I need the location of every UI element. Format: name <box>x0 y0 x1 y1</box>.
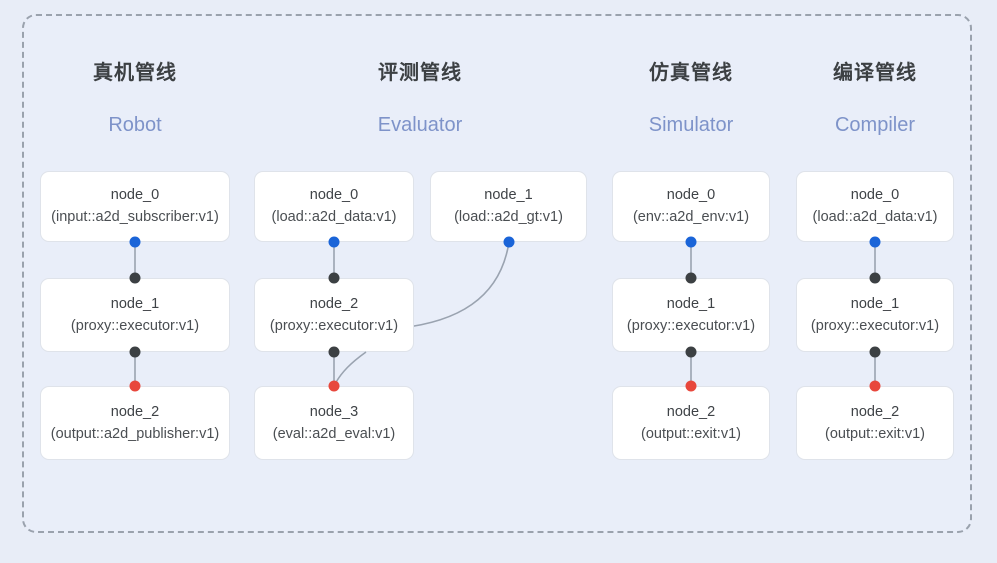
port-output-evaluator-node_1[interactable] <box>503 236 515 248</box>
column-header-compiler: 编译管线 Compiler <box>796 60 954 138</box>
node-type: (proxy::executor:v1) <box>810 317 940 334</box>
node-card-evaluator-node_1[interactable]: node_1 (load::a2d_gt:v1) <box>430 171 587 242</box>
node-card-simulator-node_0[interactable]: node_0 (env::a2d_env:v1) <box>612 171 770 242</box>
port-input-simulator-node_1[interactable] <box>685 272 697 284</box>
column-title-compiler: 编译管线 <box>833 62 917 84</box>
port-input-robot-node_1[interactable] <box>129 272 141 284</box>
node-type: (output::exit:v1) <box>825 425 925 442</box>
column-subtitle-evaluator: Evaluator <box>377 114 463 136</box>
node-id: node_0 <box>309 187 359 203</box>
column-title-simulator: 仿真管线 <box>649 62 733 84</box>
node-card-evaluator-node_0[interactable]: node_0 (load::a2d_data:v1) <box>254 171 414 242</box>
node-type: (proxy::executor:v1) <box>626 317 756 334</box>
node-type: (proxy::executor:v1) <box>269 317 399 334</box>
port-input-evaluator-node_2[interactable] <box>328 272 340 284</box>
node-card-simulator-node_1[interactable]: node_1 (proxy::executor:v1) <box>612 278 770 352</box>
node-card-robot-node_2[interactable]: node_2 (output::a2d_publisher:v1) <box>40 386 230 460</box>
node-card-simulator-node_2[interactable]: node_2 (output::exit:v1) <box>612 386 770 460</box>
column-header-evaluator: 评测管线 Evaluator <box>254 60 586 138</box>
node-id: node_0 <box>850 187 900 203</box>
node-type: (load::a2d_gt:v1) <box>454 209 563 225</box>
port-output-simulator-node_0[interactable] <box>685 236 697 248</box>
node-type: (eval::a2d_eval:v1) <box>272 425 396 442</box>
node-type: (proxy::executor:v1) <box>70 317 200 334</box>
node-id: node_2 <box>850 403 900 420</box>
port-output-simulator-node_1[interactable] <box>685 346 697 358</box>
node-id: node_0 <box>110 187 160 203</box>
port-output-evaluator-node_0[interactable] <box>328 236 340 248</box>
node-type: (load::a2d_data:v1) <box>271 209 397 225</box>
node-id: node_1 <box>666 295 716 312</box>
node-id: node_1 <box>484 187 533 203</box>
port-output-compiler-node_0[interactable] <box>869 236 881 248</box>
column-header-robot: 真机管线 Robot <box>40 60 230 138</box>
node-id: node_2 <box>309 295 359 312</box>
port-input-simulator-node_2[interactable] <box>685 380 697 392</box>
node-type: (output::exit:v1) <box>641 425 741 442</box>
node-id: node_0 <box>666 187 716 203</box>
node-type: (load::a2d_data:v1) <box>812 209 938 225</box>
port-output-robot-node_1[interactable] <box>129 346 141 358</box>
port-output-robot-node_0[interactable] <box>129 236 141 248</box>
node-id: node_1 <box>110 295 160 312</box>
node-type: (output::a2d_publisher:v1) <box>50 425 220 442</box>
node-type: (input::a2d_subscriber:v1) <box>51 209 219 225</box>
column-header-simulator: 仿真管线 Simulator <box>612 60 770 138</box>
port-input-robot-node_2[interactable] <box>129 380 141 392</box>
column-subtitle-robot: Robot <box>108 114 162 136</box>
node-id: node_1 <box>850 295 900 312</box>
node-card-compiler-node_2[interactable]: node_2 (output::exit:v1) <box>796 386 954 460</box>
port-output-compiler-node_1[interactable] <box>869 346 881 358</box>
node-id: node_2 <box>666 403 716 420</box>
node-card-compiler-node_0[interactable]: node_0 (load::a2d_data:v1) <box>796 171 954 242</box>
column-title-evaluator: 评测管线 <box>378 62 462 84</box>
port-output-evaluator-node_2[interactable] <box>328 346 340 358</box>
node-card-robot-node_1[interactable]: node_1 (proxy::executor:v1) <box>40 278 230 352</box>
port-input-compiler-node_2[interactable] <box>869 380 881 392</box>
node-type: (env::a2d_env:v1) <box>632 209 750 225</box>
node-id: node_2 <box>110 403 160 420</box>
port-input-evaluator-node_3[interactable] <box>328 380 340 392</box>
node-id: node_3 <box>309 403 359 420</box>
node-card-evaluator-node_2[interactable]: node_2 (proxy::executor:v1) <box>254 278 414 352</box>
port-input-compiler-node_1[interactable] <box>869 272 881 284</box>
column-subtitle-compiler: Compiler <box>834 114 916 136</box>
node-card-evaluator-node_3[interactable]: node_3 (eval::a2d_eval:v1) <box>254 386 414 460</box>
node-card-robot-node_0[interactable]: node_0 (input::a2d_subscriber:v1) <box>40 171 230 242</box>
column-title-robot: 真机管线 <box>93 62 177 84</box>
column-subtitle-simulator: Simulator <box>648 114 734 136</box>
node-card-compiler-node_1[interactable]: node_1 (proxy::executor:v1) <box>796 278 954 352</box>
